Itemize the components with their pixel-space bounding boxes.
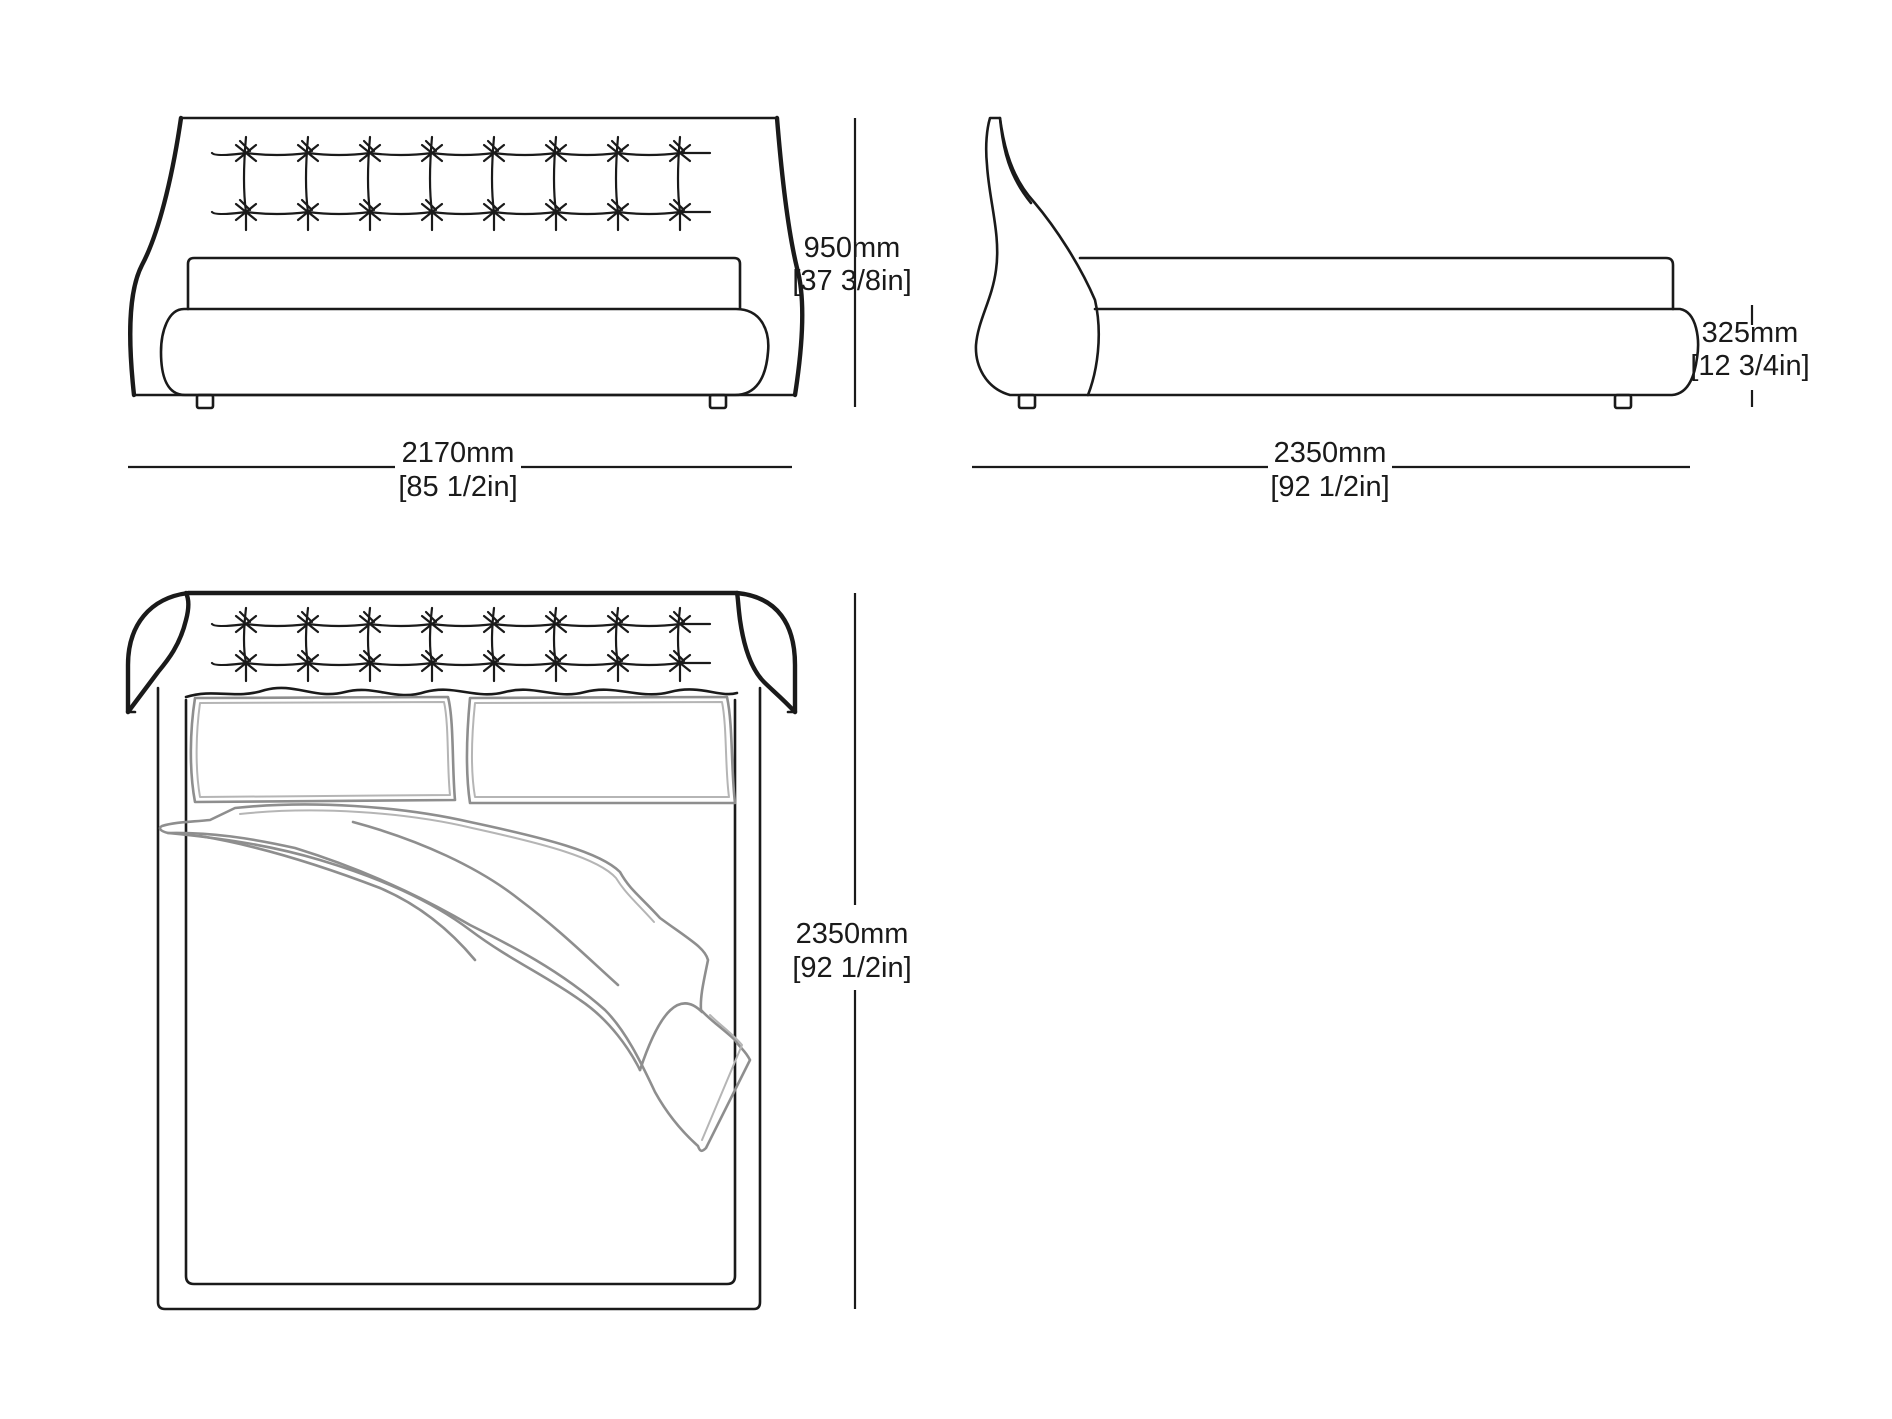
side-length-mm: 2350mm bbox=[1274, 437, 1387, 469]
front-height-in: [37 3/8in] bbox=[792, 265, 911, 297]
side-foot-front bbox=[1017, 393, 1037, 410]
tuft-stitch-row bbox=[210, 661, 712, 667]
side-foot-back bbox=[1613, 393, 1633, 410]
side-headboard-profile bbox=[974, 116, 1101, 397]
side-frame bbox=[1086, 307, 1700, 397]
tuft-button bbox=[234, 139, 258, 163]
pillow-right bbox=[465, 695, 737, 805]
tuft-button bbox=[606, 198, 630, 222]
tuft-stitch-row bbox=[210, 622, 712, 628]
tuft-stitch-row bbox=[210, 151, 712, 157]
front-foot-right bbox=[708, 393, 728, 410]
tuft-button bbox=[482, 139, 506, 163]
front-mattress bbox=[186, 256, 742, 311]
tuft-button bbox=[482, 198, 506, 222]
tuft-button bbox=[358, 139, 382, 163]
side-frame-height-mm: 325mm bbox=[1702, 317, 1799, 349]
blanket bbox=[158, 803, 752, 1153]
tuft-button bbox=[420, 649, 444, 673]
front-view bbox=[128, 115, 805, 410]
top-view bbox=[125, 590, 798, 1311]
tuft-button bbox=[606, 139, 630, 163]
tuft-button bbox=[544, 649, 568, 673]
front-headboard-outline bbox=[128, 115, 184, 398]
top-length-in: [92 1/2in] bbox=[792, 952, 911, 984]
front-frame bbox=[159, 307, 770, 397]
tuft-button bbox=[234, 198, 258, 222]
tuft-button bbox=[482, 649, 506, 673]
top-headboard bbox=[125, 590, 798, 715]
tuft-button bbox=[296, 649, 320, 673]
front-tufting bbox=[210, 135, 712, 232]
tuft-button bbox=[358, 610, 382, 634]
tuft-button bbox=[606, 649, 630, 673]
tuft-button bbox=[668, 610, 692, 634]
tuft-button bbox=[420, 610, 444, 634]
front-headboard-outline-right bbox=[774, 115, 805, 398]
tuft-button bbox=[358, 198, 382, 222]
tuft-button bbox=[482, 610, 506, 634]
front-foot-left bbox=[195, 393, 215, 410]
side-mattress bbox=[1078, 256, 1675, 311]
top-length-mm: 2350mm bbox=[796, 918, 909, 950]
tuft-stitch-row bbox=[210, 210, 712, 216]
pillow-left bbox=[189, 695, 457, 804]
tuft-button bbox=[668, 198, 692, 222]
tuft-button bbox=[296, 610, 320, 634]
tuft-button bbox=[544, 610, 568, 634]
tuft-button bbox=[420, 198, 444, 222]
tuft-button bbox=[544, 139, 568, 163]
side-frame-height-in: [12 3/4in] bbox=[1690, 350, 1809, 382]
top-mattress bbox=[184, 698, 737, 1286]
tuft-button bbox=[668, 139, 692, 163]
tuft-button bbox=[544, 198, 568, 222]
tuft-button bbox=[296, 139, 320, 163]
tuft-button bbox=[420, 139, 444, 163]
tuft-button bbox=[668, 649, 692, 673]
top-tufting bbox=[210, 606, 712, 683]
top-outer-frame bbox=[156, 686, 762, 1311]
side-view bbox=[974, 116, 1700, 410]
tuft-button bbox=[358, 649, 382, 673]
tuft-button bbox=[234, 610, 258, 634]
front-height-mm: 950mm bbox=[804, 232, 901, 264]
side-length-in: [92 1/2in] bbox=[1270, 471, 1389, 503]
tuft-button bbox=[234, 649, 258, 673]
front-width-mm: 2170mm bbox=[402, 437, 515, 469]
tuft-button bbox=[296, 198, 320, 222]
front-width-in: [85 1/2in] bbox=[398, 471, 517, 503]
tuft-button bbox=[606, 610, 630, 634]
